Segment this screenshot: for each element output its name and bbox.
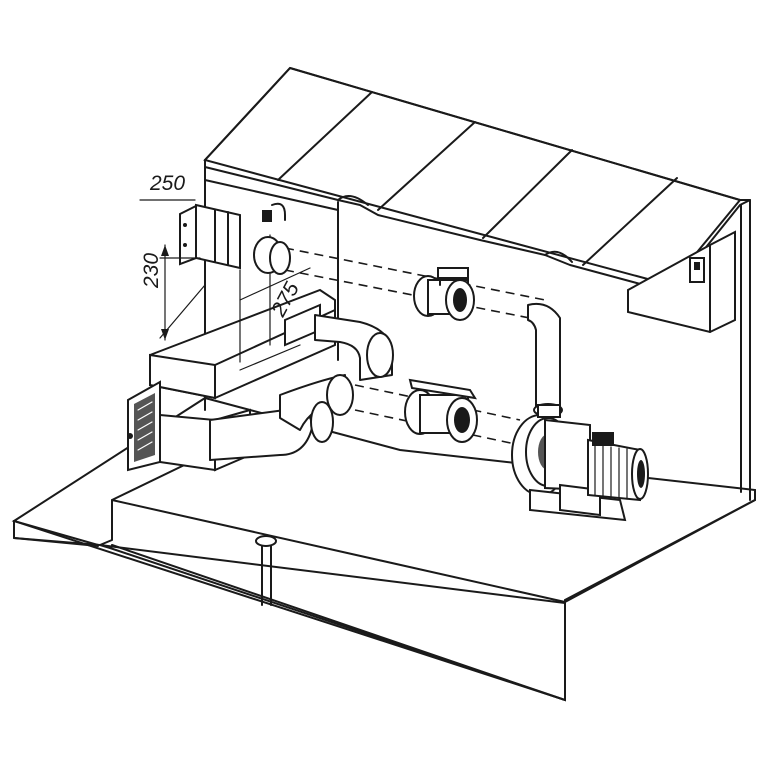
upper-ball-valve [413, 267, 475, 321]
wall-flange [179, 202, 286, 270]
floor-slab [11, 396, 756, 702]
deck-coping [203, 66, 751, 293]
height-dimension-label: 230 [140, 253, 163, 289]
control-box [627, 230, 736, 334]
air-valve-icon [262, 210, 272, 222]
housing-pipes [209, 314, 394, 461]
terminal-box-icon [592, 432, 614, 446]
pump-motor [587, 432, 649, 502]
suction-pipe [354, 384, 521, 446]
width-dimension-label: 250 [149, 172, 185, 195]
valve-handle-icon [408, 378, 478, 400]
lower-ball-valve [404, 378, 478, 443]
valve-handle-icon [437, 267, 469, 279]
